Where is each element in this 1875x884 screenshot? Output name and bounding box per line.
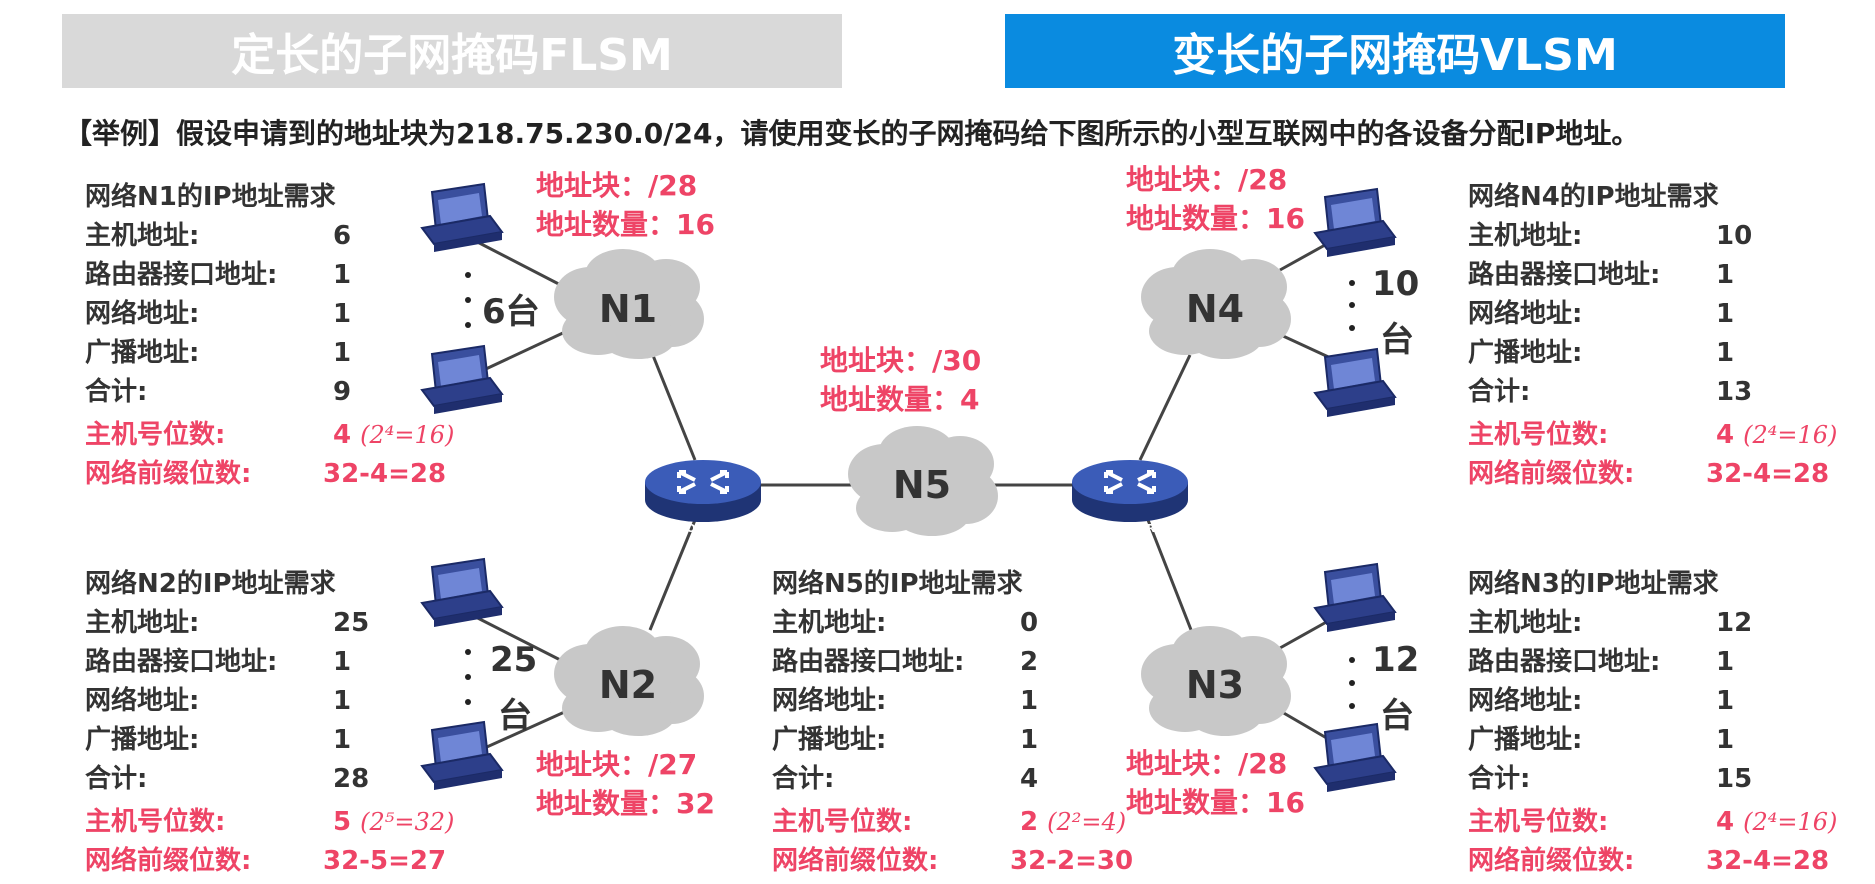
pc-icon xyxy=(1314,188,1396,258)
tab-flsm[interactable]: 定长的子网掩码FLSM xyxy=(62,14,842,88)
requirements-n3: 网络N3的IP地址需求 主机地址:12 路由器接口地址:1 网络地址:1 广播地… xyxy=(1468,565,1848,881)
host-count-n1: 6台 xyxy=(482,292,540,332)
tab-vlsm[interactable]: 变长的子网掩码VLSM xyxy=(1005,14,1785,88)
requirements-n1: 网络N1的IP地址需求 主机地址:6 路由器接口地址:1 网络地址:1 广播地址… xyxy=(85,178,465,494)
link-n3-pc-top xyxy=(1279,618,1331,650)
requirements-n5: 网络N5的IP地址需求 主机地址:0 路由器接口地址:2 网络地址:1 广播地址… xyxy=(772,565,1152,881)
host-count-n4-unit: 台 xyxy=(1380,320,1414,360)
host-count-n2-unit: 台 xyxy=(498,696,532,736)
router-left-icon xyxy=(643,458,763,524)
link-n4-pc-top xyxy=(1279,243,1326,272)
link-n1-router-left xyxy=(648,347,697,461)
req-title: 网络N5的IP地址需求 xyxy=(772,569,1023,599)
link-router-right-n3 xyxy=(1146,519,1197,641)
cloud-label-n5: N5 xyxy=(893,463,951,507)
cloud-label-n1: N1 xyxy=(599,287,657,331)
requirements-n4: 网络N4的IP地址需求 主机地址:10 路由器接口地址:1 网络地址:1 广播地… xyxy=(1468,178,1848,494)
link-router-left-n2 xyxy=(648,519,697,631)
req-title: 网络N4的IP地址需求 xyxy=(1468,182,1719,212)
cloud-label-n2: N2 xyxy=(599,663,657,707)
host-count-n3-number: 12 xyxy=(1372,640,1420,680)
router-left-label: ROUTER xyxy=(678,522,729,535)
link-router-right-n4 xyxy=(1138,354,1192,461)
req-title: 网络N1的IP地址需求 xyxy=(85,182,336,212)
requirements-n2: 网络N2的IP地址需求 主机地址:25 路由器接口地址:1 网络地址:1 广播地… xyxy=(85,565,465,881)
router-right-icon xyxy=(1070,458,1190,524)
cloud-label-n3: N3 xyxy=(1186,663,1244,707)
pc-icon xyxy=(1314,563,1396,633)
cloud-label-n4: N4 xyxy=(1186,287,1244,331)
host-count-n2-number: 25 xyxy=(490,640,538,680)
example-prompt: 【举例】假设申请到的地址块为218.75.230.0/24，请使用变长的子网掩码… xyxy=(64,117,1640,150)
req-title: 网络N3的IP地址需求 xyxy=(1468,569,1719,599)
host-count-n4-number: 10 xyxy=(1372,264,1420,304)
router-right-label: ROUTER xyxy=(1105,522,1156,535)
host-count-n3-unit: 台 xyxy=(1380,696,1414,736)
req-title: 网络N2的IP地址需求 xyxy=(85,569,336,599)
